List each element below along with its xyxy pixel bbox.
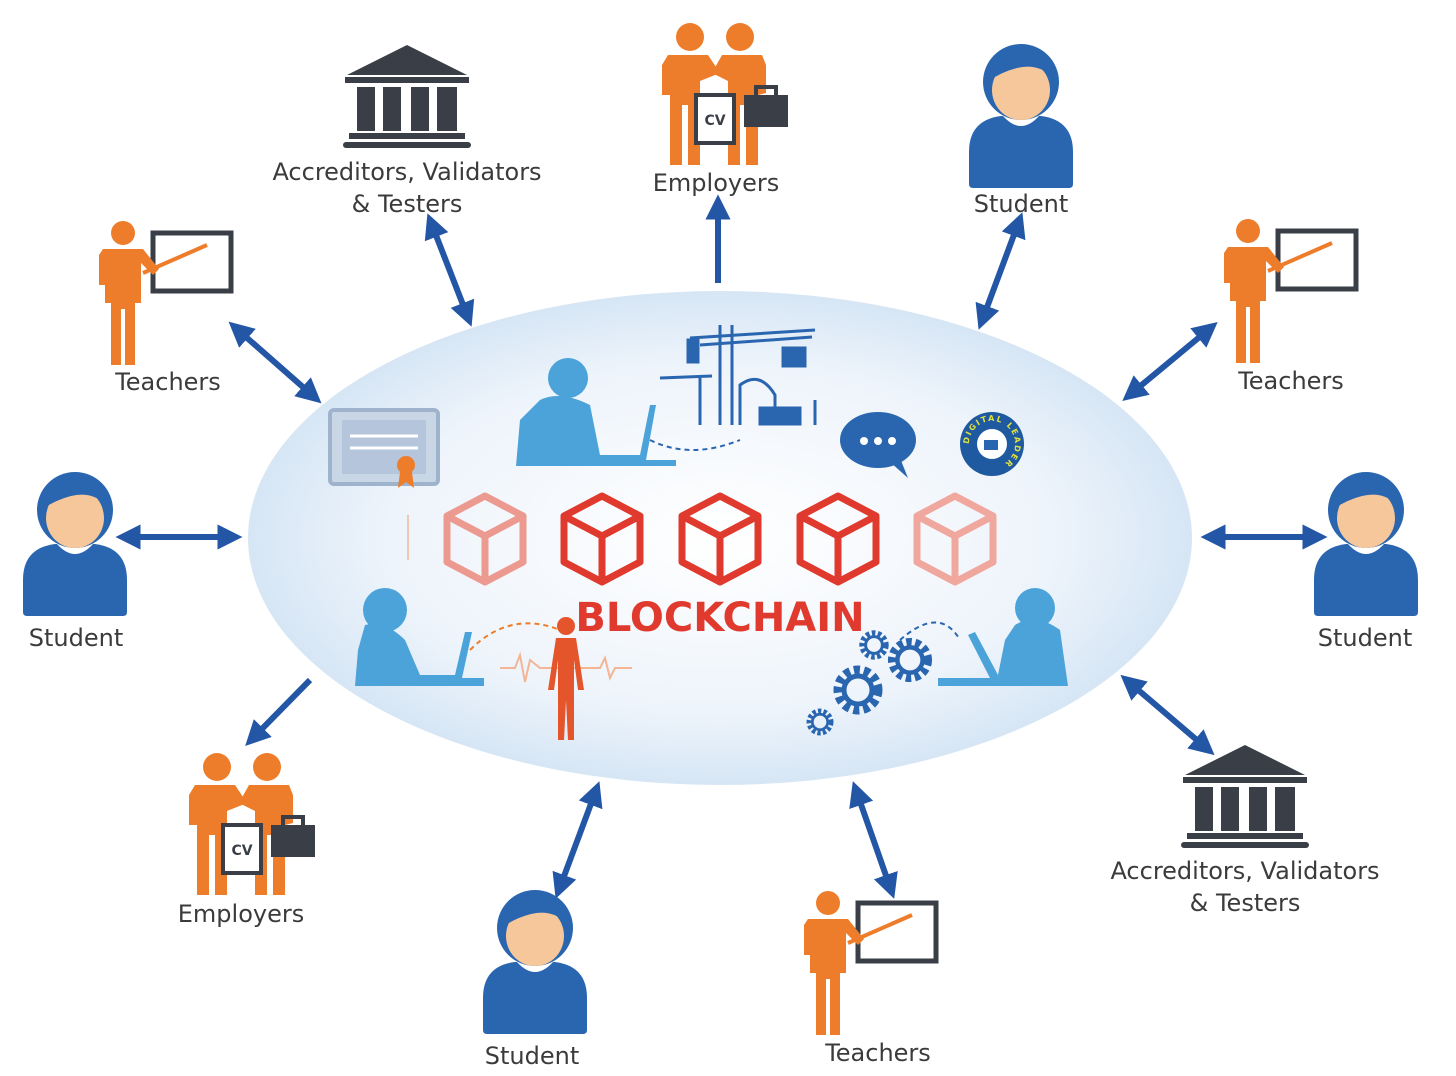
node-label: Accreditors, Validators bbox=[1110, 857, 1379, 885]
node-label: & Testers bbox=[1190, 889, 1301, 917]
arrow-to-student-bottom bbox=[552, 781, 603, 899]
nodes-layer: Accreditors, Validators& TestersEmployer… bbox=[23, 21, 1418, 1070]
node-label: Employers bbox=[178, 900, 304, 928]
node-teachers-left: Teachers bbox=[99, 221, 231, 396]
node-label: Student bbox=[974, 190, 1068, 218]
arrow-to-student-top-right bbox=[975, 212, 1026, 330]
node-label: Student bbox=[29, 624, 123, 652]
employers-icon bbox=[187, 751, 317, 897]
chat-bubble-icon bbox=[840, 412, 916, 478]
node-student-left: Student bbox=[23, 472, 127, 652]
center-illustrations: DIGITAL LEADER bbox=[328, 325, 1068, 740]
arrow-to-teachers-left bbox=[228, 321, 322, 404]
arrow-to-accreditors-bottom-right bbox=[1120, 674, 1215, 756]
node-label: Teachers bbox=[824, 1039, 931, 1067]
bank-icon bbox=[1181, 745, 1309, 848]
teacher-icon bbox=[804, 891, 936, 1035]
employers-icon bbox=[660, 21, 790, 167]
node-label: Student bbox=[485, 1042, 579, 1070]
teacher-icon bbox=[1224, 219, 1356, 363]
node-label: Teachers bbox=[114, 368, 221, 396]
node-label: Employers bbox=[653, 169, 779, 197]
node-label: Accreditors, Validators bbox=[272, 158, 541, 186]
student-icon bbox=[1314, 472, 1418, 616]
construction-crane-icon bbox=[659, 325, 817, 426]
node-label: Teachers bbox=[1237, 367, 1344, 395]
student-icon bbox=[969, 44, 1073, 188]
node-employers-top: Employers bbox=[653, 21, 790, 197]
node-student-top-right: Student bbox=[969, 44, 1073, 218]
student-icon bbox=[483, 890, 587, 1034]
gears-icon bbox=[809, 621, 961, 734]
teacher-icon bbox=[99, 221, 231, 365]
certificate-icon bbox=[328, 408, 440, 560]
node-teachers-bottom: Teachers bbox=[804, 891, 936, 1067]
woman-at-laptop-icon bbox=[938, 588, 1068, 686]
node-employers-bottom-left: Employers bbox=[178, 751, 317, 928]
digital-leader-badge: DIGITAL LEADER bbox=[960, 412, 1024, 476]
node-accreditors-bottom-right: Accreditors, Validators & Testers bbox=[1110, 745, 1380, 917]
node-teachers-right: Teachers bbox=[1224, 219, 1356, 395]
blockchain-title: BLOCKCHAIN bbox=[575, 595, 864, 641]
node-student-right: Student bbox=[1314, 472, 1418, 652]
node-accreditors-top: Accreditors, Validators & Testers bbox=[272, 45, 542, 218]
arrow-to-accreditors-top bbox=[424, 213, 475, 327]
node-label: & Testers bbox=[352, 190, 463, 218]
node-student-bottom: Student bbox=[483, 890, 587, 1070]
arrows-layer bbox=[115, 194, 1328, 899]
arrow-to-teachers-bottom bbox=[849, 781, 898, 899]
scientist-icon bbox=[355, 588, 632, 686]
arrow-to-employers-bottom-left bbox=[245, 677, 313, 746]
student-icon bbox=[23, 472, 127, 616]
human-anatomy-icon bbox=[548, 617, 584, 740]
node-label: Student bbox=[1318, 624, 1412, 652]
bank-icon bbox=[343, 45, 471, 148]
arrow-to-teachers-right bbox=[1122, 321, 1218, 402]
person-at-laptop-icon bbox=[516, 358, 741, 466]
